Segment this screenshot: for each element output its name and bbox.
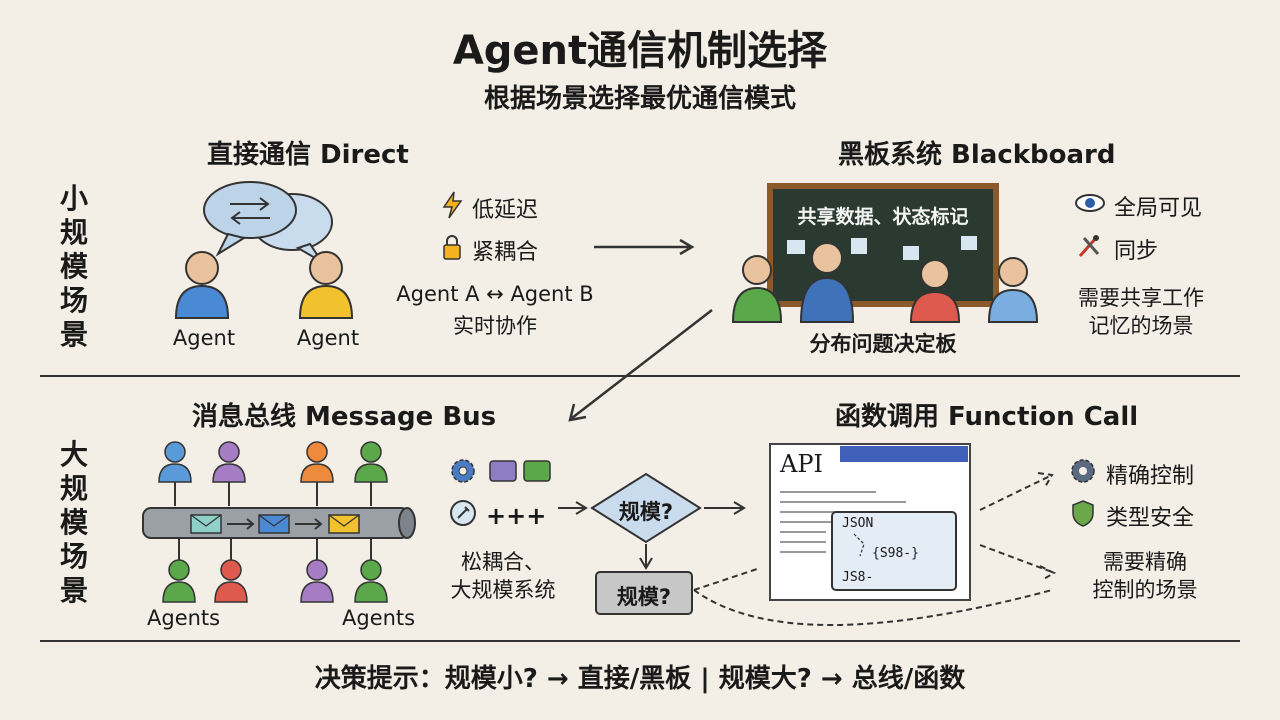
arrow-api-to-control: [979, 472, 1054, 511]
api-window: [769, 443, 971, 601]
sync-tools-icon: [1074, 232, 1106, 266]
lock-icon: [440, 232, 464, 268]
blackboard-title: 黑板系统 Blackboard: [838, 140, 1116, 170]
eye-icon: [1074, 192, 1106, 220]
code-line-3: JS8-: [842, 570, 874, 585]
agent-lightblue-avatar: [987, 257, 1039, 323]
bus-bottom-agents: [162, 538, 388, 603]
speech-bubbles-icon: [203, 181, 333, 263]
direct-agent-left-label: Agent: [172, 326, 236, 350]
bus-plus-row: +++: [448, 498, 546, 534]
bus-desc-2: 大规模系统: [450, 578, 556, 602]
decision-box-label: 规模?: [616, 585, 672, 609]
decision-hint: 决策提示：规模小? → 直接/黑板 | 规模大? → 总线/函数: [314, 664, 966, 694]
bus-gear-row: [448, 456, 558, 490]
agent-blue-avatar: [799, 242, 855, 323]
bus-desc-1: 松耦合、: [461, 550, 545, 574]
function-desc-1: 需要精确: [1103, 550, 1187, 574]
row-divider: [40, 375, 1240, 377]
direct-feature-latency: 低延迟: [440, 190, 538, 226]
decision-diamond-label: 规模?: [618, 500, 674, 524]
bus-agents-right-label: Agents: [342, 606, 416, 630]
bus-title: 消息总线 Message Bus: [192, 402, 497, 432]
footer-divider: [40, 640, 1240, 642]
function-call-title: 函数调用 Function Call: [835, 402, 1139, 432]
arrow-api-to-desc: [979, 544, 1057, 581]
code-line-2: {S98-}: [872, 546, 919, 561]
agent-green-avatar: [731, 255, 783, 323]
blackboard-desc-2: 记忆的场景: [1088, 314, 1194, 338]
lightning-icon: [440, 190, 464, 226]
agent-red-avatar: [909, 259, 961, 323]
agent-right-avatar: [298, 251, 354, 319]
bus-top-agents: [158, 441, 388, 506]
blackboard-caption: 分布问题决定板: [809, 332, 957, 356]
row-label-small: 小规模场景: [59, 182, 88, 351]
gear-icon: [1068, 456, 1098, 492]
function-feature-control: 精确控制: [1068, 456, 1194, 492]
api-window-label: API: [780, 450, 823, 478]
decision-flow: [558, 472, 746, 615]
bus-agents-left-label: Agents: [147, 606, 221, 630]
agent-left-avatar: [174, 251, 230, 319]
function-feature-type-safe: 类型安全: [1068, 498, 1194, 534]
direct-agent-right-label: Agent: [296, 326, 360, 350]
gear-icon: [451, 459, 475, 483]
direct-feature-coupling: 紧耦合: [440, 232, 538, 268]
code-line-1: JSON: [842, 516, 874, 531]
blackboard-feature-global: 全局可见: [1074, 190, 1202, 222]
shield-icon: [1068, 498, 1098, 534]
bus-illustration: [142, 441, 416, 603]
direct-title: 直接通信 Direct: [207, 140, 409, 170]
row-label-large: 大规模场景: [59, 438, 88, 607]
bus-pipe: [142, 507, 416, 539]
wrench-icon: [448, 498, 478, 534]
blackboard-desc-1: 需要共享工作: [1078, 286, 1204, 310]
direct-illustration: [174, 181, 354, 319]
decision-diamond: [590, 472, 702, 544]
decision-box: [595, 571, 693, 615]
arrow-direct-to-blackboard: [594, 238, 695, 256]
blackboard-illustration: [731, 183, 1039, 323]
function-desc-2: 控制的场景: [1092, 578, 1198, 602]
page-subtitle: 根据场景选择最优通信模式: [483, 84, 796, 114]
blackboard-board-text: 共享数据、状态标记: [797, 206, 969, 228]
page-title: Agent通信机制选择: [452, 28, 828, 74]
direct-relation: Agent A ↔ Agent B: [396, 282, 594, 306]
blackboard-board: [767, 183, 999, 307]
blackboard-feature-sync: 同步: [1074, 232, 1158, 266]
direct-desc: 实时协作: [453, 314, 537, 338]
